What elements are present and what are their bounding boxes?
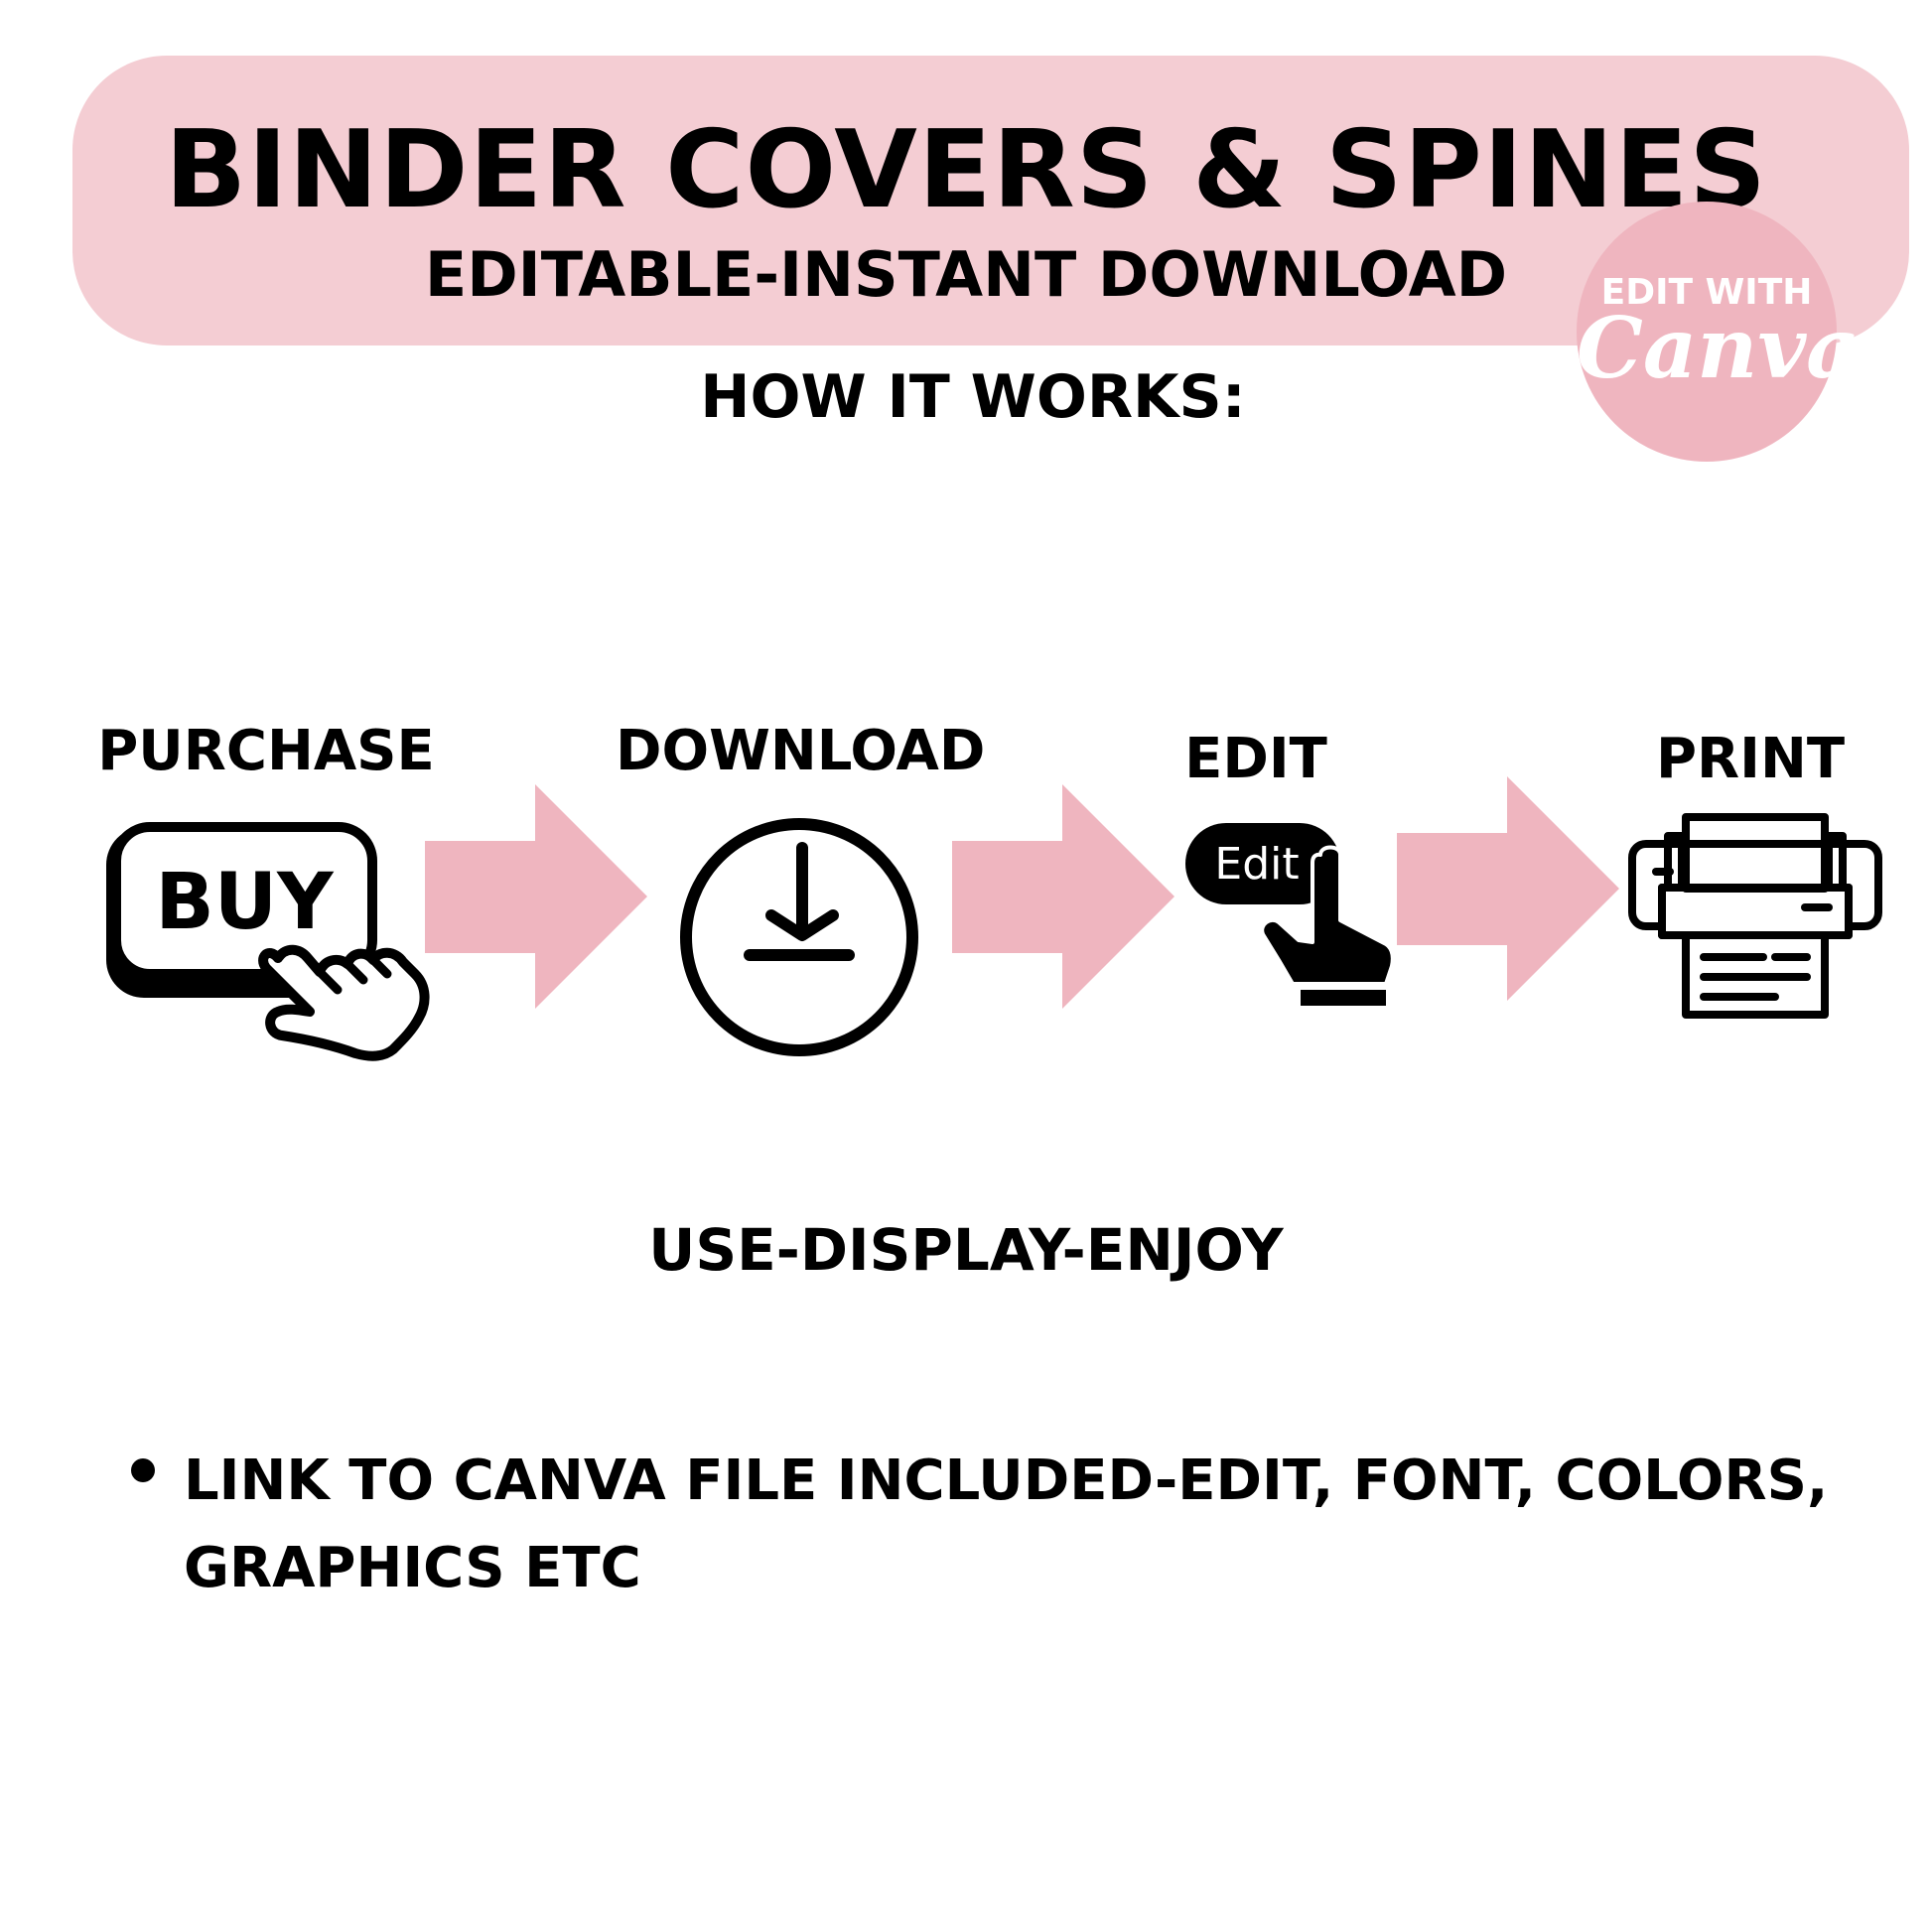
tagline: USE-DISPLAY-ENJOY (648, 1216, 1284, 1284)
step-label-print: PRINT (1656, 727, 1846, 791)
step-label-download: DOWNLOAD (616, 719, 986, 783)
badge-script-text: Canva (1577, 299, 1861, 397)
buy-icon-text: BUY (155, 858, 335, 947)
arrow-right-icon (425, 784, 647, 1009)
badge-top-text: EDIT WITH (1600, 272, 1813, 313)
how-it-works-heading: HOW IT WORKS: (700, 362, 1246, 432)
arrow-right-icon (952, 784, 1174, 1009)
arrow-right-icon (1397, 776, 1619, 1001)
bullet-item: LINK TO CANVA FILE INCLUDED-EDIT, FONT, … (184, 1449, 1829, 1600)
step-label-purchase: PURCHASE (97, 719, 435, 783)
printer-icon (1628, 813, 1882, 1019)
step-label-edit: EDIT (1184, 727, 1327, 791)
download-circle-icon (680, 818, 918, 1056)
page-title: BINDER COVERS & SPINES (165, 108, 1767, 232)
buy-button-hand-icon: BUY (106, 822, 430, 1061)
edit-icon-text: Edit (1214, 839, 1299, 890)
edit-tap-hand-icon: Edit (1185, 823, 1395, 1006)
edit-with-canva-badge: EDIT WITH Canva (1577, 202, 1861, 462)
bullet-dot (131, 1458, 155, 1482)
page-subtitle: EDITABLE-INSTANT DOWNLOAD (424, 238, 1508, 311)
